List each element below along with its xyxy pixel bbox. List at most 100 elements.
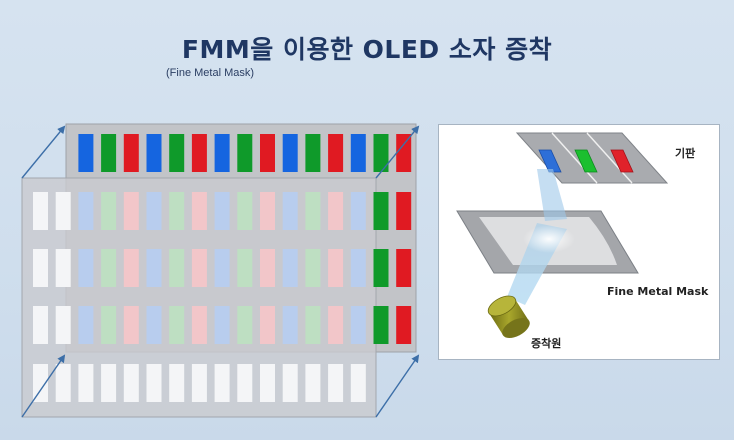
- mask-slot-green: [101, 306, 117, 344]
- perspective-arrow-bottom-left: [21, 354, 66, 418]
- mask-slot-red: [328, 134, 344, 172]
- mask-slot-red: [123, 306, 139, 344]
- mask-slot-green: [169, 192, 185, 230]
- mask-slot-white: [169, 364, 185, 402]
- deposition-detail-panel: 기판 Fine Metal Mask 증착원: [438, 124, 720, 360]
- mask-slot-white: [123, 364, 139, 402]
- mask-slot-white: [101, 364, 117, 402]
- mask-slot-red: [396, 192, 412, 230]
- mask-slot-green: [237, 192, 253, 230]
- mask-slot-green: [373, 306, 389, 344]
- mask-slot-blue: [350, 249, 366, 287]
- substrate-divider: [551, 132, 598, 184]
- deposition-illustration: [456, 132, 669, 338]
- mask-slot-green: [237, 134, 253, 172]
- mask-slot-white: [33, 306, 48, 344]
- mask-slot-blue: [282, 134, 298, 172]
- mask-slot-red: [260, 249, 275, 287]
- mask-slot-blue: [214, 249, 230, 287]
- mask-slot-red: [328, 192, 344, 230]
- perspective-arrow-bottom-right: [375, 354, 420, 418]
- mask-slot-red: [191, 306, 207, 344]
- mask-slot-blue: [146, 249, 162, 287]
- mask-slot-white: [55, 249, 71, 287]
- mask-slot-blue: [78, 134, 94, 172]
- mask-slot-white: [33, 364, 48, 402]
- mask-slot-white: [191, 364, 207, 402]
- mask-slot-white: [237, 364, 253, 402]
- mask-slot-green: [373, 192, 389, 230]
- mask-slot-blue: [146, 134, 162, 172]
- mask-slot-red: [191, 134, 207, 172]
- mask-slot-red: [123, 249, 139, 287]
- mask-slot-blue: [214, 306, 230, 344]
- substrate-pixel-blue: [538, 149, 562, 173]
- vapor-beam-upper: [537, 169, 567, 221]
- mask-slot-blue: [78, 249, 94, 287]
- perspective-arrow-top-right: [375, 125, 420, 179]
- mask-slot-white: [260, 364, 275, 402]
- mask-slot-green: [237, 306, 253, 344]
- mask-slot-blue: [78, 192, 94, 230]
- mask-slot-red: [396, 134, 412, 172]
- source-cylinder-bottom: [502, 318, 530, 338]
- mask-slot-red: [328, 249, 344, 287]
- mask-slot-white: [78, 364, 94, 402]
- mask-slot-red: [260, 134, 275, 172]
- mask-slot-green: [305, 192, 321, 230]
- evaporation-source-label: 증착원: [531, 337, 562, 350]
- page-title: FMM을 이용한 OLED 소자 증착: [181, 35, 553, 64]
- mask-slot-green: [373, 249, 389, 287]
- mask-slot-white: [55, 364, 71, 402]
- mask-slot-green: [305, 306, 321, 344]
- mask-slot-red: [123, 192, 139, 230]
- substrate-label: 기판: [675, 147, 696, 160]
- mask-slot-white: [55, 192, 71, 230]
- mask-slot-white: [214, 364, 230, 402]
- mask-slot-white: [55, 306, 71, 344]
- fine-metal-mask-label: Fine Metal Mask: [607, 285, 709, 298]
- perspective-arrow-top-left: [21, 125, 66, 179]
- mask-slots: [33, 134, 412, 402]
- mask-slot-white: [350, 364, 366, 402]
- mask-slot-white: [305, 364, 321, 402]
- mask-slot-blue: [282, 306, 298, 344]
- mask-slot-green: [305, 249, 321, 287]
- mask-slot-blue: [214, 134, 230, 172]
- mask-slot-blue: [146, 192, 162, 230]
- mask-slot-blue: [282, 249, 298, 287]
- mask-slot-white: [282, 364, 298, 402]
- mask-slot-green: [101, 134, 117, 172]
- mask-slot-green: [305, 134, 321, 172]
- mask-slot-green: [169, 306, 185, 344]
- mask-slot-blue: [78, 306, 94, 344]
- substrate-pixel-green: [574, 149, 598, 173]
- mask-slot-red: [191, 192, 207, 230]
- mask-slot-blue: [282, 192, 298, 230]
- mask-slot-white: [33, 192, 48, 230]
- mask-slot-blue: [350, 192, 366, 230]
- mask-slot-blue: [146, 306, 162, 344]
- mask-slot-green: [101, 192, 117, 230]
- mask-slot-green: [373, 134, 389, 172]
- mask-slot-red: [396, 306, 412, 344]
- mask-slot-blue: [350, 306, 366, 344]
- mask-slot-green: [169, 249, 185, 287]
- source-cylinder-top: [487, 295, 517, 317]
- mask-slot-red: [191, 249, 207, 287]
- mask-slot-red: [260, 306, 275, 344]
- mask-slot-red: [123, 134, 139, 172]
- substrate-divider: [586, 132, 633, 184]
- mask-slot-white: [328, 364, 344, 402]
- mask-slot-blue: [214, 192, 230, 230]
- mask-slot-red: [328, 306, 344, 344]
- beam-spot: [523, 225, 575, 253]
- mask-slot-green: [169, 134, 185, 172]
- mask-slot-red: [396, 249, 412, 287]
- mask-slot-white: [33, 249, 48, 287]
- page-subtitle: (Fine Metal Mask): [166, 67, 255, 79]
- mask-slot-white: [146, 364, 162, 402]
- substrate-pixel-red: [610, 149, 634, 173]
- mask-slot-red: [260, 192, 275, 230]
